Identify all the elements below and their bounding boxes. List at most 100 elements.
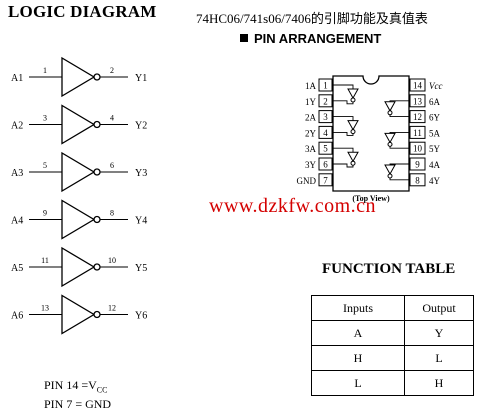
inverter-gate: A2 3 4Y2 [11, 104, 147, 145]
function-table-header-inputs: Inputs [311, 295, 405, 321]
package-inverter-triangle [347, 120, 359, 131]
gate-output-label: Y3 [135, 168, 147, 179]
package-wire [332, 100, 354, 105]
inverter-triangle [61, 294, 96, 335]
pin-note-vcc-sub: CC [96, 385, 108, 395]
gate-output-label: Y1 [135, 73, 147, 84]
package-pin-label: 6Y [429, 113, 441, 123]
inverter-triangle [61, 199, 96, 240]
package-inverter-bubble [387, 110, 393, 116]
function-table-cell: A [311, 320, 405, 346]
inverter-gate: A1 1 2Y1 [11, 56, 147, 98]
pin-note: PIN 14 =VCC PIN 7 = GND [44, 378, 111, 412]
inverter-triangle [61, 56, 96, 98]
package-pin-label: 2Y [305, 128, 317, 138]
package-pin-label: 1A [305, 81, 317, 91]
package-pin [409, 78, 426, 92]
gate-output-pin: 4 [110, 114, 114, 123]
pin-arrangement-label: PIN ARRANGEMENT [254, 31, 382, 46]
package-pin-label: 4Y [429, 176, 441, 186]
package-pin-number: 5 [323, 144, 328, 154]
inverter-triangle [61, 246, 96, 288]
function-table-row: L H [311, 370, 474, 396]
package-pin-number: 6 [323, 160, 328, 170]
package-pin-number: 12 [413, 112, 422, 122]
function-table-row: A Y [311, 320, 474, 346]
gate-input-label: A1 [11, 73, 23, 84]
gate-output-label: Y6 [135, 311, 147, 322]
gate-output-label: Y2 [135, 121, 147, 132]
package-pin-number: 1 [323, 81, 328, 91]
pin-note-gnd: PIN 7 = GND [44, 397, 112, 412]
package-inverter-triangle [347, 151, 359, 163]
package-pin-number: 10 [413, 144, 423, 154]
package-caption: (Top View) [352, 194, 390, 203]
gate-input-pin: 3 [43, 114, 47, 123]
function-table-header-row: Inputs Output [311, 295, 474, 321]
gate-input-pin: 13 [41, 304, 49, 313]
gate-input-pin: 1 [43, 66, 47, 75]
package-wire [389, 114, 410, 118]
package-inverter-bubble [350, 129, 356, 135]
package-pin-label: 3A [305, 144, 317, 154]
gate-input-pin: 11 [41, 256, 49, 265]
function-table-cell: L [311, 370, 405, 396]
package-inverter-bubble [387, 173, 393, 179]
package-pin-label: 4A [429, 160, 441, 170]
package-wire [332, 131, 354, 136]
package-pin-label: 2A [305, 113, 317, 123]
package-pin-label: 3Y [305, 160, 317, 170]
package-pin-label: 5Y [429, 144, 441, 154]
package-pin-number: 9 [415, 160, 420, 170]
watermark: www.dzkfw.com.cn [209, 195, 377, 217]
gate-output-pin: 2 [110, 66, 114, 75]
package-inverter-bubble [387, 141, 393, 147]
package-inverter [347, 88, 359, 103]
gate-input-label: A4 [11, 216, 23, 227]
package-wire [332, 84, 354, 89]
gate-output-pin: 12 [108, 304, 116, 313]
chip-title: 74HC06/741s06/7406的引脚功能及真值表 [196, 11, 428, 26]
pin-note-vcc: PIN 14 =VCC [44, 378, 111, 397]
package-pin [318, 173, 333, 187]
function-table-header-output: Output [404, 295, 474, 321]
package-wire [389, 178, 410, 181]
gate-output-label: Y4 [135, 216, 147, 227]
package-pin-label: 6A [429, 97, 441, 107]
function-table-cell: L [404, 345, 474, 371]
package-pin-label: 1Y [305, 97, 317, 107]
function-table-cell: H [404, 370, 474, 396]
square-bullet-icon [240, 34, 248, 42]
gate-input-label: A5 [11, 263, 23, 274]
package-pin-number: 8 [415, 175, 420, 185]
function-table-row: H L [311, 345, 474, 371]
logic-diagram-title: LOGIC DIAGRAM [8, 2, 157, 21]
gate-input-label: A2 [11, 121, 23, 132]
package-pin-label: GND [297, 176, 317, 186]
function-table-cell: Y [404, 320, 474, 346]
function-table: Inputs Output A Y H L L H [311, 295, 474, 396]
gate-input-pin: 5 [43, 161, 47, 170]
package-inverter-bubble [350, 160, 356, 166]
package-pin-number: 14 [413, 81, 423, 91]
inverter-gate: A3 5 6Y3 [11, 151, 147, 193]
inverter-triangle [61, 104, 96, 145]
package-pin-number: 7 [323, 175, 328, 185]
gate-input-pin: 9 [43, 209, 47, 218]
package-inverter-triangle [384, 101, 396, 112]
gate-output-pin: 6 [110, 161, 114, 170]
package-inverter-triangle [384, 132, 396, 144]
package-wire [332, 147, 354, 153]
gate-input-label: A6 [11, 311, 23, 322]
gate-input-label: A3 [11, 168, 23, 179]
package-inverter-triangle [347, 88, 359, 100]
inverter-triangle [61, 151, 96, 193]
pin-arrangement-title: PIN ARRANGEMENT [240, 31, 381, 46]
package-pin-label: 5A [429, 128, 441, 138]
package-pin-number: 4 [323, 128, 328, 138]
